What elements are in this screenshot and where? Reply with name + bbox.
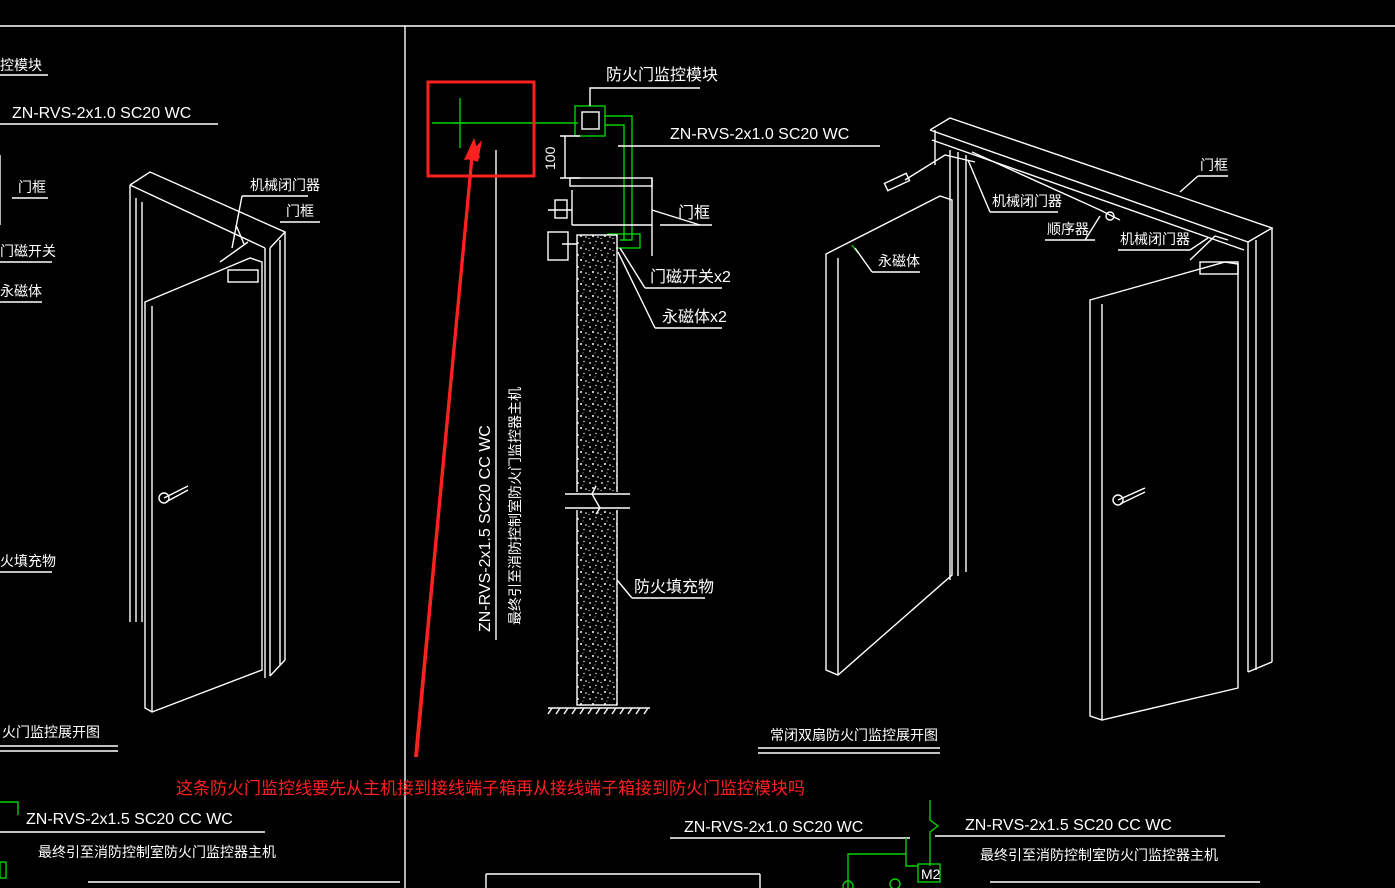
center-frame-label: 门框 [678, 204, 710, 222]
annotation-highlight-box[interactable] [426, 80, 536, 178]
left-bottom-note: 最终引至消防控制室防火门监控器主机 [38, 844, 276, 860]
door-monitor-module [574, 105, 606, 137]
center-cable-label: ZN-RVS-2x1.0 SC20 WC [670, 126, 849, 143]
bottom-wiring-area: ZN-RVS-2x1.0 SC20 WC ZN-RVS-2x1.5 SC20 C… [485, 800, 1260, 888]
center-filler-label: 防火填充物 [634, 578, 714, 596]
right-double-door-panel: 永磁体 机械闭门器 顺序器 机械闭门器 门框 常闭双扇防火门监控展开图 [758, 117, 1274, 754]
right-sequencer-label: 顺序器 [1047, 221, 1089, 237]
bottom-m2-label: M2 [921, 866, 941, 882]
left-closer-label: 机械闭门器 [250, 177, 320, 193]
left-panel-title: 火门监控展开图 [2, 724, 100, 740]
bottom-note-right: 最终引至消防控制室防火门监控器主机 [980, 847, 1218, 863]
center-vertical-cable-label: ZN-RVS-2x1.5 SC20 CC WC [477, 425, 494, 632]
fire-filler-wall [576, 234, 618, 706]
left-magnet-label: 永磁体 [0, 283, 42, 299]
right-magnet-label: 永磁体 [878, 253, 920, 269]
right-closer2-label: 机械闭门器 [1120, 231, 1190, 247]
right-frame-label: 门框 [1200, 157, 1228, 173]
annotation-question-text: 这条防火门监控线要先从主机接到接线端子箱再从接线端子箱接到防火门监控模块吗 [176, 779, 805, 799]
center-module-label: 防火门监控模块 [606, 66, 718, 84]
center-section-panel: 防火门监控模块 ZN-RVS-2x1.0 SC20 WC 100 门框 门磁开关… [432, 66, 880, 715]
left-door-drawing [129, 171, 287, 713]
bottom-cable-right-label: ZN-RVS-2x1.5 SC20 CC WC [965, 817, 1172, 834]
center-magnet-label: 永磁体x2 [662, 308, 727, 326]
right-closer1-label: 机械闭门器 [992, 193, 1062, 209]
left-frame2-label: 门框 [286, 203, 314, 219]
center-dim-label: 100 [542, 146, 558, 170]
left-frame-label: 门框 [18, 179, 46, 195]
left-cable-top-label: ZN-RVS-2x1.0 SC20 WC [12, 105, 191, 122]
right-panel-title: 常闭双扇防火门监控展开图 [770, 727, 938, 743]
left-filler-label: 火填充物 [0, 553, 56, 569]
left-cable-bottom-label: ZN-RVS-2x1.5 SC20 CC WC [26, 811, 233, 828]
left-module-label: 控模块 [0, 57, 42, 73]
center-switch-label: 门磁开关x2 [650, 268, 731, 286]
bottom-cable-left-label: ZN-RVS-2x1.0 SC20 WC [684, 819, 863, 836]
center-vertical-note: 最终引至消防控制室防火门监控器主机 [507, 387, 523, 625]
left-switch-label: 门磁开关 [0, 243, 56, 259]
left-single-door-panel: 控模块 ZN-RVS-2x1.0 SC20 WC 门框 门磁开关 永磁体 火填充… [0, 57, 400, 883]
